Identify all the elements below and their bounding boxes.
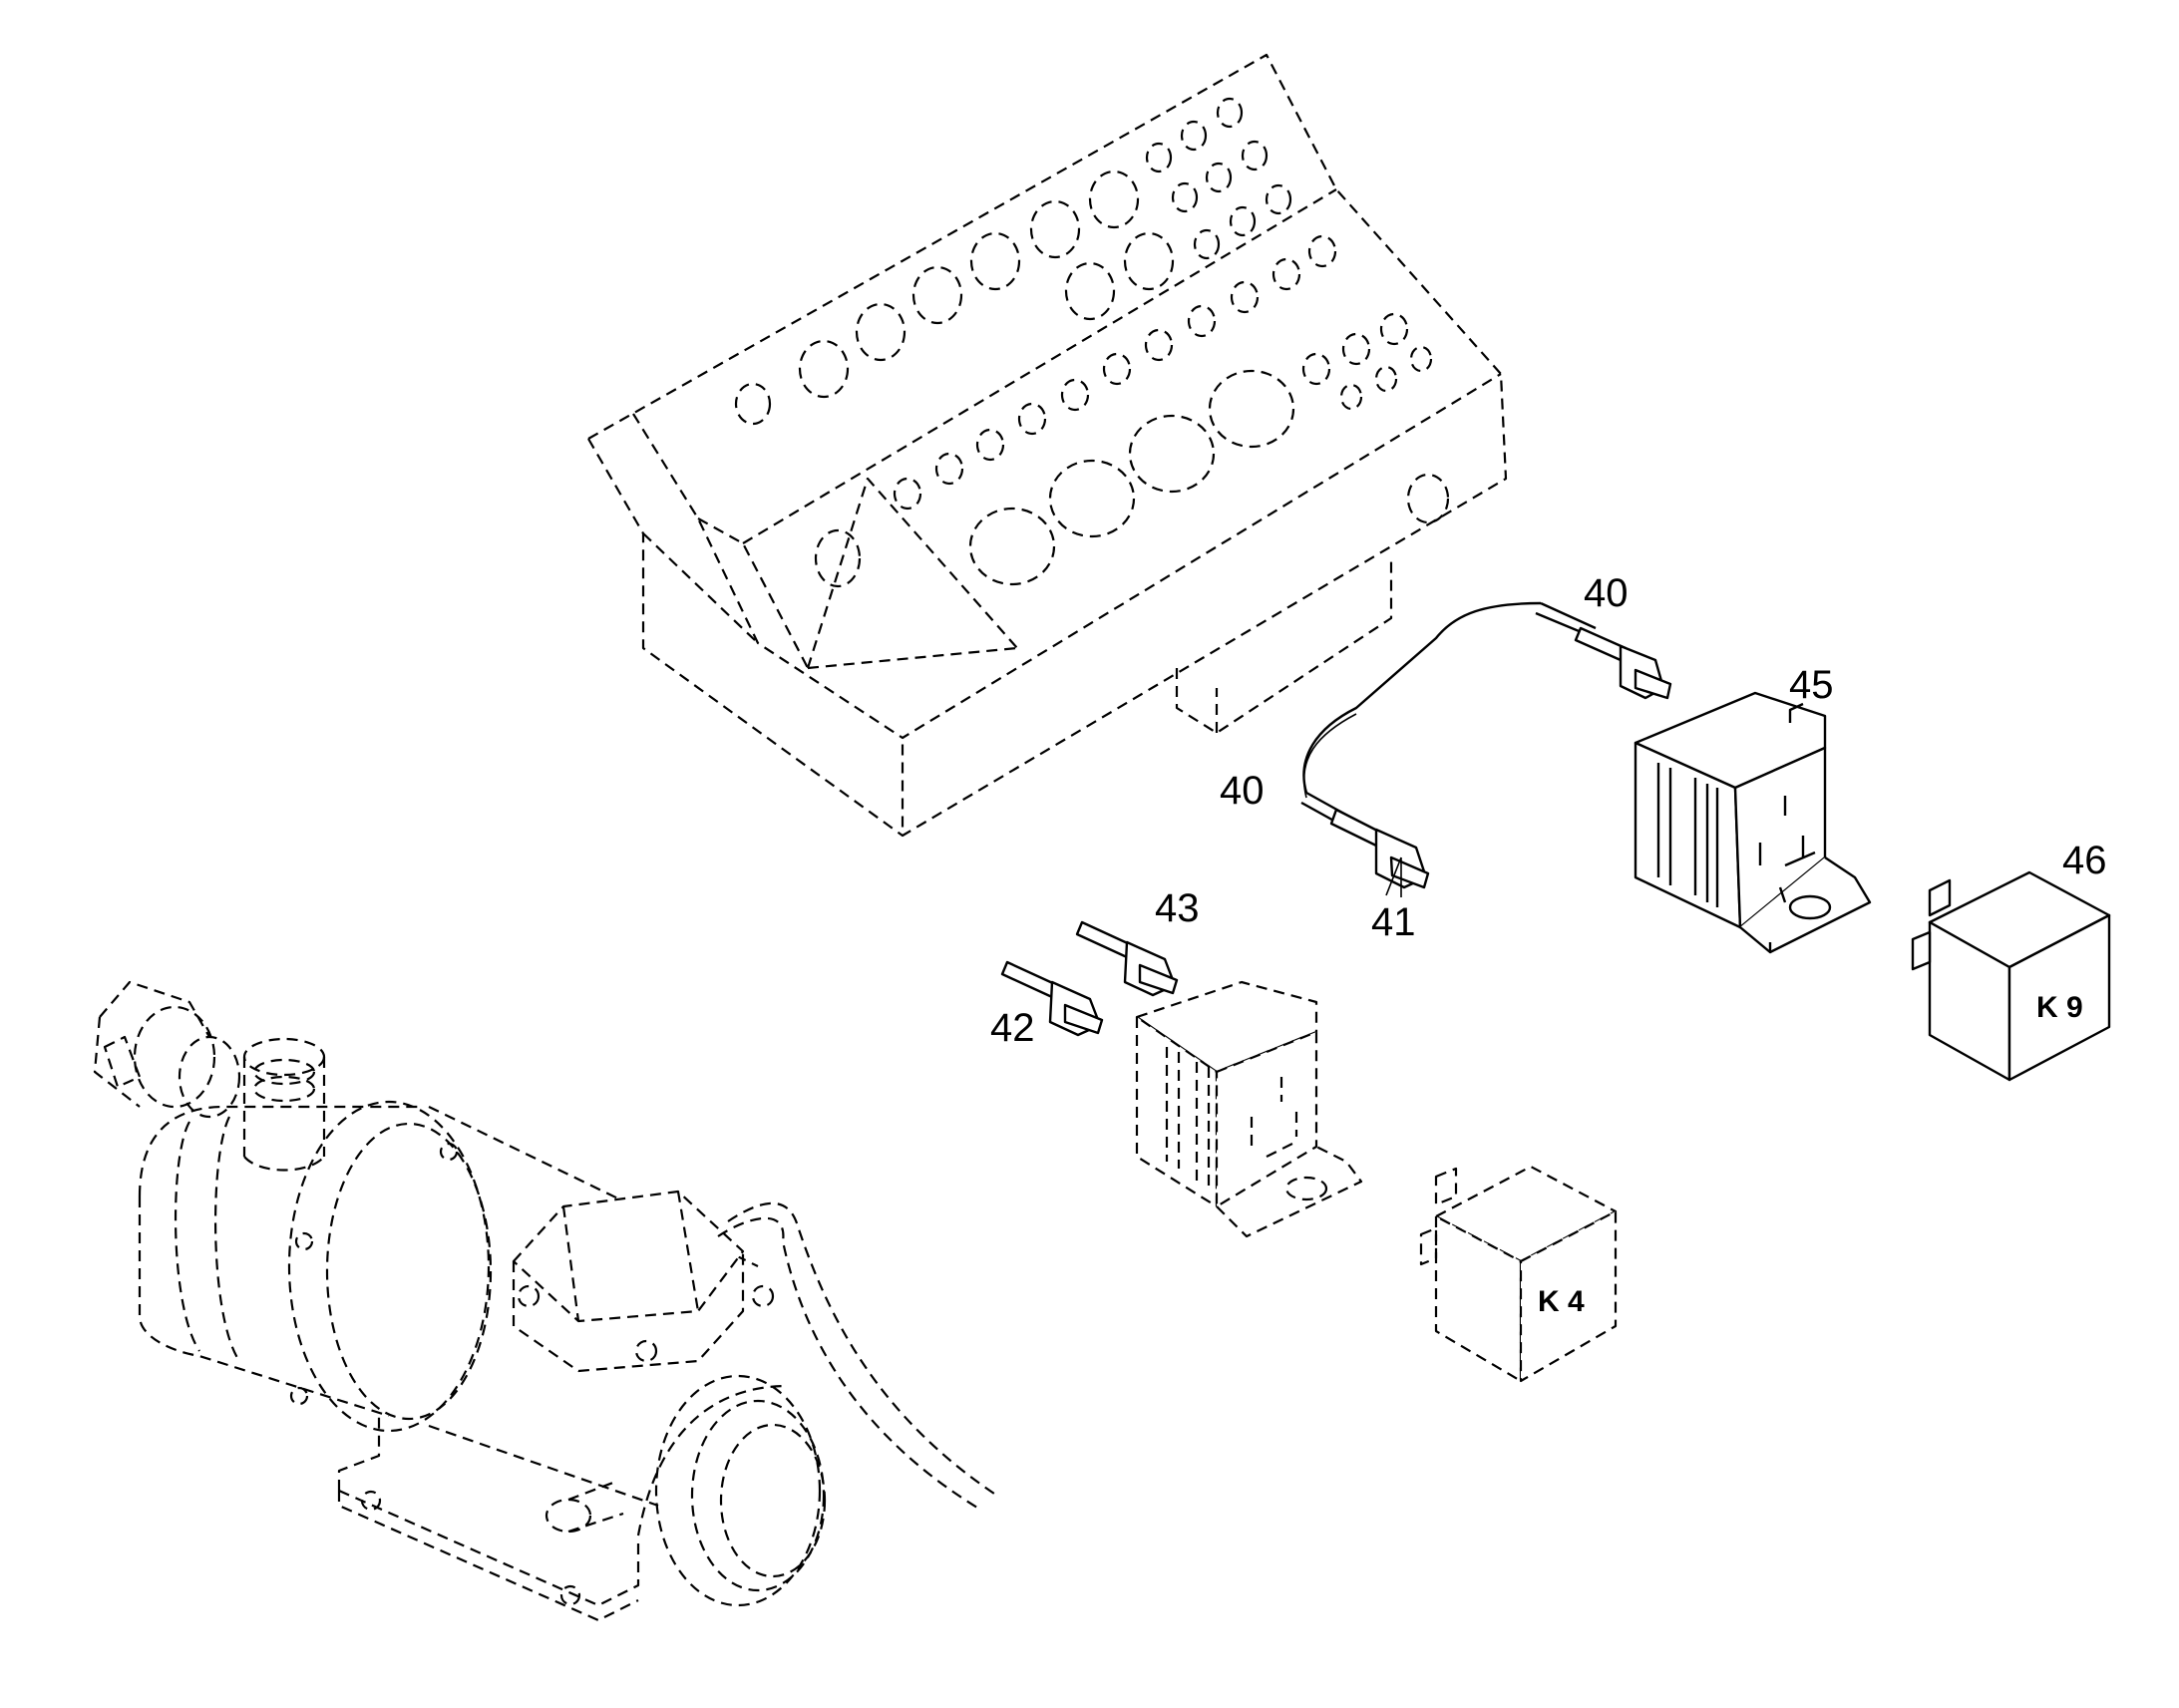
relay-k4 <box>1419 1165 1618 1383</box>
terminal-42 <box>1000 960 1104 1037</box>
relay-socket-phantom <box>1135 980 1363 1238</box>
callout-40-top: 40 <box>1584 571 1629 615</box>
relay-socket-45 <box>1634 691 1872 954</box>
callout-40-left: 40 <box>1220 769 1265 813</box>
relay-k9-46 <box>1911 870 2111 1082</box>
leader-lines <box>1385 856 1402 896</box>
terminal-43 <box>1075 920 1179 997</box>
control-panel <box>587 53 1508 838</box>
relay-label-k4: K 4 <box>1538 1285 1585 1318</box>
pump-motor <box>93 980 998 1622</box>
callout-43: 43 <box>1155 886 1200 930</box>
callout-46: 46 <box>2062 839 2107 882</box>
callout-42: 42 <box>990 1006 1035 1050</box>
callout-41: 41 <box>1371 900 1416 944</box>
wire-harness <box>1300 601 1672 897</box>
relay-label-k9: K 9 <box>2036 991 2083 1024</box>
callout-45: 45 <box>1789 663 1834 707</box>
